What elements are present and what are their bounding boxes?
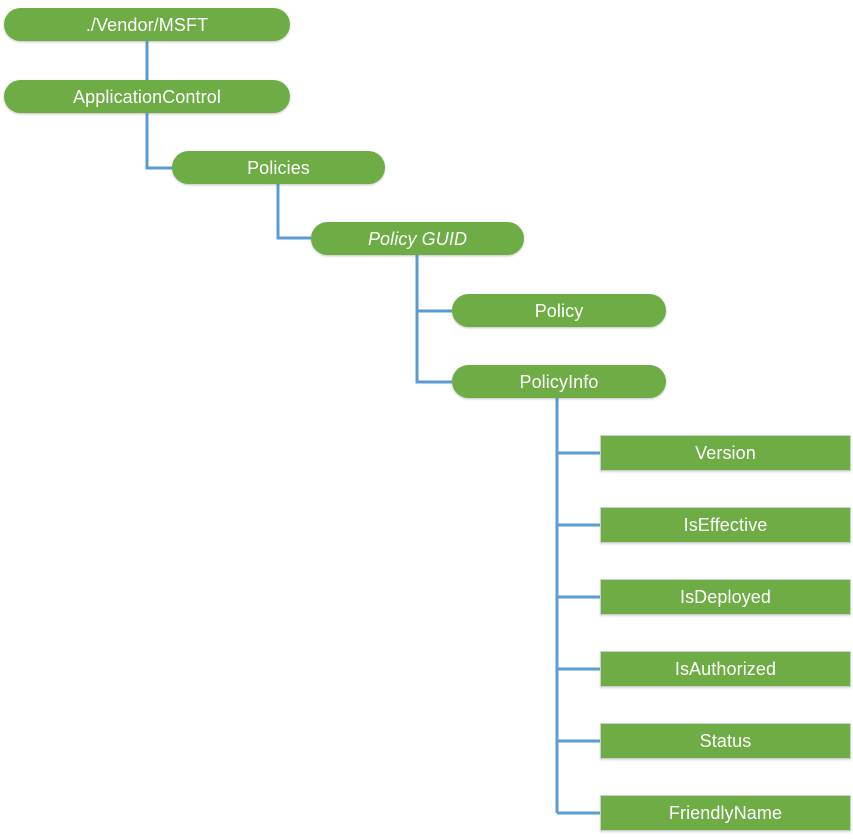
- node-label: ./Vendor/MSFT: [85, 14, 209, 35]
- node-status[interactable]: Status: [600, 723, 851, 759]
- node-label: FriendlyName: [668, 803, 783, 823]
- node-label: ApplicationControl: [73, 86, 221, 107]
- node-policy-guid[interactable]: Policy GUID: [311, 222, 524, 255]
- node-label: Policy: [534, 300, 584, 321]
- node-label: PolicyInfo: [519, 371, 599, 392]
- node-label: Status: [699, 731, 752, 751]
- edge-appcontrol-to-policies: [145, 96, 172, 170]
- node-policy-info[interactable]: PolicyInfo: [452, 365, 666, 398]
- node-is-authorized[interactable]: IsAuthorized: [600, 651, 851, 687]
- node-label: Policies: [247, 157, 310, 178]
- edge-policies-to-policyguid: [276, 184, 311, 240]
- node-label: IsEffective: [683, 515, 768, 535]
- node-friendly-name[interactable]: FriendlyName: [600, 795, 851, 831]
- node-policy[interactable]: Policy: [452, 294, 666, 327]
- node-application-control[interactable]: ApplicationControl: [4, 80, 290, 113]
- node-label: Version: [695, 443, 756, 463]
- edge-policyguid-to-policy: [415, 255, 452, 313]
- node-vendor-msft[interactable]: ./Vendor/MSFT: [4, 8, 290, 41]
- node-policies[interactable]: Policies: [172, 151, 385, 184]
- node-label: Policy GUID: [367, 228, 468, 249]
- node-label: IsDeployed: [679, 587, 772, 607]
- node-version[interactable]: Version: [600, 435, 851, 471]
- edge-policyguid-to-policyinfo: [415, 311, 452, 384]
- node-is-effective[interactable]: IsEffective: [600, 507, 851, 543]
- node-label: IsAuthorized: [674, 659, 777, 679]
- node-is-deployed[interactable]: IsDeployed: [600, 579, 851, 615]
